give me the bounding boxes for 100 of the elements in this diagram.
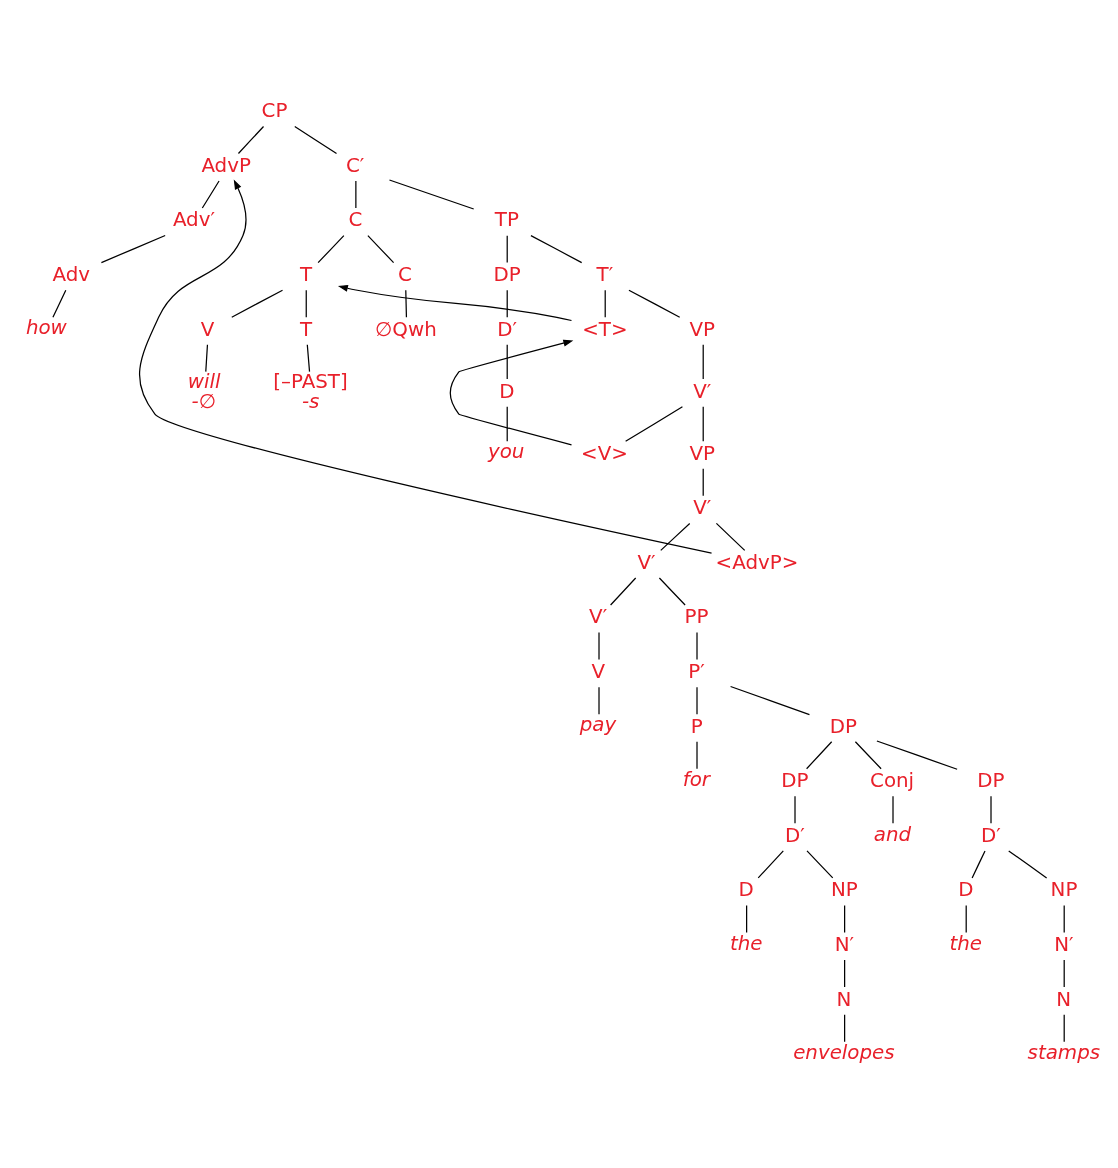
connector (1063, 959, 1065, 988)
connector (388, 179, 475, 210)
node-text: C′ (345, 153, 365, 177)
node-text: P (690, 714, 703, 738)
connector (971, 850, 986, 879)
node-text: and (873, 822, 912, 846)
connector (660, 522, 691, 552)
node-text: V (200, 317, 215, 341)
node-text: N (836, 987, 852, 1011)
node-text: ∅Qwh (375, 317, 437, 341)
connector (52, 289, 67, 318)
node-text: PP (684, 605, 709, 629)
node-text: C (398, 263, 412, 287)
node-text: CP (261, 99, 288, 123)
connector (844, 1014, 846, 1043)
node-text: the (729, 931, 763, 955)
node-text: D′ (785, 823, 805, 847)
connector (604, 289, 606, 318)
node-text: TP (494, 208, 519, 232)
connector (965, 904, 967, 934)
connector (1063, 1014, 1065, 1043)
connector (355, 180, 357, 209)
node-text: AdvP (201, 153, 251, 177)
node-text: NP (830, 878, 858, 902)
node-text: NP (1050, 878, 1078, 902)
connector (506, 235, 508, 264)
node-text: pay (579, 713, 617, 737)
connector (317, 235, 345, 264)
arrow (138, 179, 713, 554)
connector (506, 344, 508, 380)
connector (806, 741, 833, 770)
connector (1063, 904, 1065, 934)
connector (876, 740, 958, 770)
node-text: V′ (693, 496, 712, 520)
node-text: D′ (981, 823, 1001, 847)
node-text: D (499, 379, 515, 403)
node-text: DP (829, 714, 857, 738)
node-text: VP (689, 441, 716, 465)
connector (625, 406, 684, 442)
node-text: the (949, 931, 982, 955)
connector (702, 406, 704, 442)
node-text: stamps (1027, 1040, 1101, 1064)
connector (715, 522, 746, 552)
connector (702, 344, 704, 380)
node-text: N (1056, 987, 1071, 1011)
connector (306, 344, 311, 373)
node-text: D′ (497, 317, 518, 341)
connector (746, 904, 748, 934)
node-text: Adv (52, 263, 91, 287)
node-text: DP (781, 769, 809, 793)
connector (757, 850, 784, 879)
node-text: how (25, 316, 67, 340)
node-text: envelopes (793, 1040, 895, 1064)
node-text: <T> (582, 317, 628, 341)
connector (1008, 850, 1048, 879)
connector (658, 577, 686, 606)
node-text: P′ (688, 660, 705, 684)
connector (294, 125, 338, 155)
connector (367, 235, 395, 264)
connector (806, 850, 834, 879)
connector (854, 741, 882, 770)
arrow (449, 339, 574, 446)
node-text: for (682, 767, 711, 791)
connector (506, 289, 508, 318)
node-text: <V> (581, 441, 628, 465)
connector (610, 577, 637, 606)
node-text: will -∅ (187, 369, 221, 413)
node-text: V (591, 660, 606, 684)
connector (201, 180, 220, 209)
connector (506, 406, 508, 442)
node-text: D (738, 878, 754, 902)
node-text: V′ (693, 379, 712, 403)
node-text: you (487, 440, 525, 464)
connector (702, 468, 704, 497)
arrow (337, 284, 573, 322)
node-text: D (958, 878, 974, 902)
node-text: Adv′ (172, 208, 215, 232)
connector (231, 289, 284, 318)
connector (844, 904, 846, 934)
node-text: <AdvP> (715, 550, 799, 574)
connector (729, 685, 811, 716)
node-text: V′ (589, 605, 608, 629)
node-text: [–PAST] -s (273, 369, 348, 413)
node-text: VP (689, 317, 716, 341)
node-text: T (300, 317, 313, 341)
node-text: Conj (870, 769, 915, 793)
connector (530, 235, 583, 264)
node-text: T (300, 263, 313, 287)
connector (237, 125, 265, 155)
connector (844, 959, 846, 988)
node-text: T′ (596, 263, 614, 287)
node-text: N′ (834, 932, 855, 956)
node-text: V′ (637, 550, 656, 574)
connector (628, 289, 681, 318)
node-text: N′ (1054, 932, 1074, 956)
node-text: DP (977, 769, 1005, 793)
connector (100, 234, 166, 264)
connector (305, 289, 307, 318)
connector (205, 344, 209, 373)
node-text: DP (493, 263, 521, 287)
